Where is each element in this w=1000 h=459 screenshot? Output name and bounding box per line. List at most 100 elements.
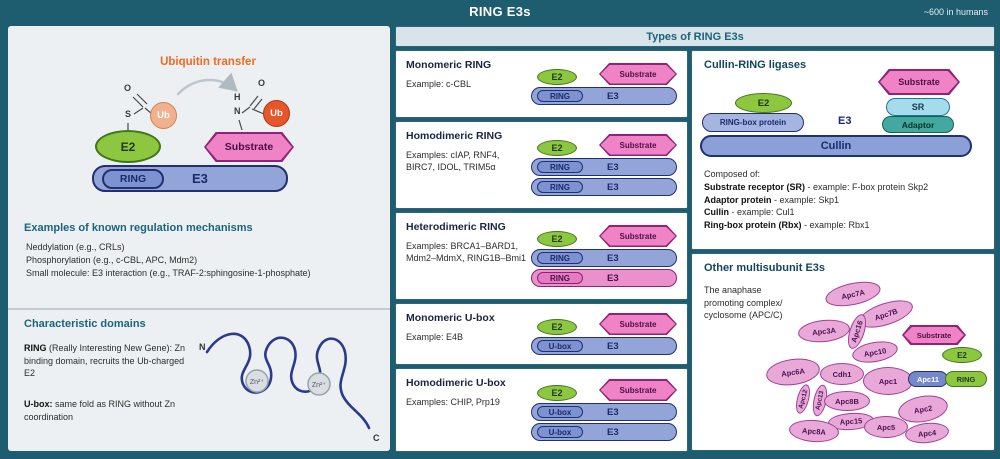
section-examples: Example: c-CBL: [406, 79, 472, 89]
section-title: Heterodimeric RING: [406, 221, 506, 233]
transfer-arrow: [176, 72, 238, 96]
substrate-label: Substrate: [600, 314, 676, 334]
composed-of-title: Composed of:: [704, 169, 761, 179]
e2-enzyme: E2: [537, 231, 577, 247]
composed-item-text: - example: F-box protein Skp2: [805, 181, 929, 192]
substrate-hexagon: Substrate: [878, 69, 960, 95]
substrate-label: Substrate: [600, 135, 676, 155]
ubiquitin-transfer-panel: Ubiquitin transfer S O H N O Ub Ub E2 Su…: [8, 26, 390, 451]
ring-box-protein: RING-box protein: [702, 113, 804, 132]
substrate-hexagon: Substrate: [599, 313, 677, 335]
substrate-hexagon: Substrate: [599, 379, 677, 401]
composed-of-list: Composed of: Substrate receptor (SR) - e…: [704, 168, 928, 232]
substrate-label: Substrate: [600, 64, 676, 84]
ring-domain: RING: [537, 181, 583, 193]
substrate-label: Substrate: [880, 71, 958, 93]
e3-label: E3: [192, 171, 208, 186]
e3-label: E3: [607, 340, 619, 352]
apc-subunit: Apc5: [864, 416, 908, 438]
substrate-hexagon: Substrate: [599, 63, 677, 85]
e2-enzyme: E2: [537, 69, 577, 85]
section-examples: Examples: CHIP, Prp19: [406, 397, 500, 407]
regulation-item: Small molecule: E3 interaction (e.g., TR…: [26, 268, 311, 278]
section-homodimeric-ubox: Homodimeric U-box Examples: CHIP, Prp19 …: [395, 368, 688, 452]
ubox-e3-bar: U-box E3: [531, 337, 677, 355]
header-note: ~600 in humans: [923, 7, 988, 17]
cullin-ring-ligases-box: Cullin-RING ligases Substrate E2 RING-bo…: [691, 50, 995, 250]
ring-types-column: Monomeric RING Example: c-CBL E2 Substra…: [395, 50, 688, 452]
section-monomeric-ubox: Monomeric U-box Example: E4B E2 Substrat…: [395, 303, 688, 365]
substrate-label: Substrate: [904, 327, 964, 343]
apc-subunit: Apc4: [904, 420, 950, 446]
section-examples: Example: E4B: [406, 332, 464, 342]
monomeric-ubox-diagram: E2 Substrate U-box E3: [531, 311, 677, 357]
carbonyl-o-atom: O: [124, 83, 132, 93]
ring-domain: RING: [945, 371, 987, 387]
e3-label: E3: [607, 181, 619, 193]
zn-ion-circle: [245, 369, 269, 393]
ubiquitin-on-e2: Ub: [150, 102, 177, 129]
types-region: Types of RING E3s Monomeric RING Example…: [395, 26, 995, 452]
zn-fold-cartoon: Zn²⁺ Zn²⁺ N C: [199, 332, 380, 443]
section-monomeric-ring: Monomeric RING Example: c-CBL E2 Substra…: [395, 50, 688, 118]
ring-definition-text: (Really Interesting New Gene): Zn bindin…: [24, 343, 186, 379]
ring-e3-bar: RING E3: [92, 165, 288, 192]
homodimeric-ubox-diagram: E2 Substrate U-box E3 U-box E3: [531, 377, 677, 443]
regulation-heading: Examples of known regulation mechanisms: [24, 222, 253, 234]
amide-n-atom: N: [234, 106, 241, 116]
apc-subunit: Apc3A: [796, 317, 852, 345]
composed-item: Adaptor protein - example: Skp1: [704, 194, 928, 207]
cullin-heading: Cullin-RING ligases: [704, 59, 807, 71]
panel-divider: [8, 308, 390, 310]
chemistry-bonds-arrow: [127, 72, 265, 131]
zn-label: Zn²⁺: [250, 379, 265, 386]
e2-enzyme: E2: [95, 130, 161, 163]
ring-e3-bar: RING E3: [531, 158, 677, 176]
section-title: Monomeric U-box: [406, 312, 495, 324]
substrate-hexagon: Substrate: [599, 225, 677, 247]
other-heading: Other multisubunit E3s: [704, 262, 826, 274]
domains-heading: Characteristic domains: [24, 318, 146, 330]
composed-item-term: Adaptor protein: [704, 194, 772, 205]
e2-enzyme: E2: [537, 385, 577, 401]
section-homodimeric-ring: Homodimeric RING Examples: cIAP, RNF4, B…: [395, 121, 688, 209]
header-bar: RING E3s ~600 in humans: [0, 0, 1000, 24]
ring-e3-bar: RING E3: [531, 87, 677, 105]
e3-label: E3: [607, 426, 619, 438]
composed-item-text: - example: Skp1: [771, 194, 840, 205]
substrate-hexagon: Substrate: [599, 134, 677, 156]
substrate-label: Substrate: [600, 226, 676, 246]
ubox-e3-bar: U-box E3: [531, 423, 677, 441]
apc-subunit: Apc6A: [764, 355, 822, 389]
composed-item: Ring-box protein (Rbx) - example: Rbx1: [704, 219, 928, 232]
ring-domain: RING: [537, 252, 583, 264]
homodimeric-ring-diagram: E2 Substrate RING E3 RING E3: [531, 132, 677, 198]
ring-e3-bar: RING E3: [531, 249, 677, 267]
e3-label: E3: [607, 90, 619, 102]
section-examples: Examples: cIAP, RNF4, BIRC7, IDOL, TRIM5…: [406, 150, 500, 173]
regulation-item: Phosphorylation (e.g., c-CBL, APC, Mdm2): [26, 255, 198, 265]
composed-item-term: Substrate receptor (SR): [704, 181, 806, 192]
other-multisubunit-box: Other multisubunit E3s The anaphase prom…: [691, 253, 995, 451]
section-examples: Examples: BRCA1–BARD1, Mdm2–MdmX, RING1B…: [406, 241, 527, 264]
ubox-domain: U-box: [537, 406, 583, 418]
ring-domain: RING: [102, 168, 164, 189]
e3-label: E3: [607, 272, 619, 284]
protein-chain: [205, 332, 371, 430]
thioester-s-atom: S: [125, 109, 132, 119]
ubox-term: U-box:: [24, 399, 53, 409]
substrate-hexagon: Substrate: [204, 132, 294, 162]
composed-item-text: - example: Rbx1: [801, 220, 870, 231]
substrate-hexagon: Substrate: [902, 325, 966, 345]
adaptor-protein: Adaptor: [882, 116, 954, 133]
amide-h-atom: H: [234, 92, 241, 102]
apc-description: The anaphase promoting complex/ cyclosom…: [704, 285, 783, 321]
apc11-subunit: Apc11: [908, 371, 948, 387]
n-terminus-label: N: [199, 342, 206, 352]
section-heterodimeric-ring: Heterodimeric RING Examples: BRCA1–BARD1…: [395, 212, 688, 300]
cullin-scaffold: Cullin: [700, 135, 972, 157]
monomeric-ring-diagram: E2 Substrate RING E3: [531, 61, 677, 107]
e2-enzyme: E2: [735, 93, 792, 113]
ubox-domain: U-box: [537, 426, 583, 438]
apc-subunit: Apc1: [863, 367, 913, 395]
